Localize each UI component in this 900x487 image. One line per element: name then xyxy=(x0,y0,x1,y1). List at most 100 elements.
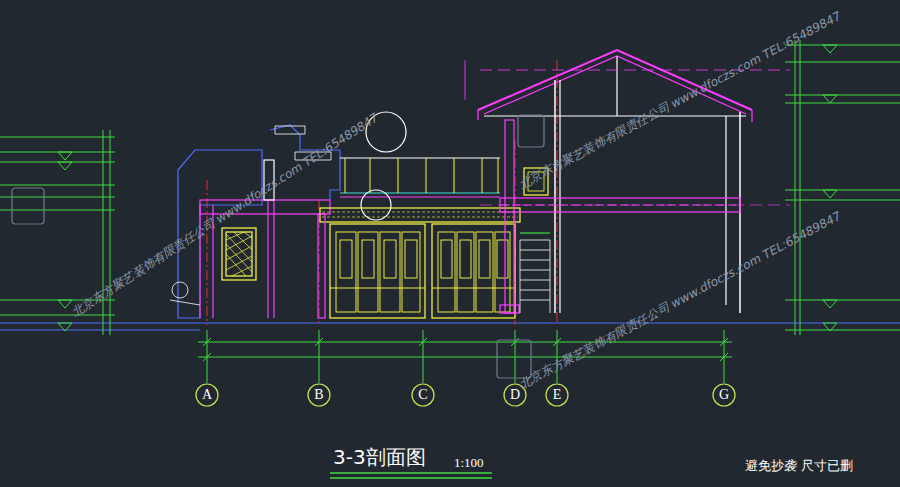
right-building-part xyxy=(554,80,556,313)
right-level-marks-part xyxy=(785,190,900,191)
watermark: 北京东方聚艺装饰有限责任公司 www.dfoczs.com TEL:654898… xyxy=(516,207,844,392)
ground-line xyxy=(0,323,900,330)
right-level-marks-part xyxy=(785,62,900,63)
axis-circle-outline xyxy=(546,384,568,406)
left-level-marks-part xyxy=(0,315,115,316)
middle-court-part xyxy=(345,158,498,193)
middle-court-part xyxy=(318,214,325,318)
left-wing-part xyxy=(170,300,200,305)
middle-court-part-part xyxy=(398,158,399,193)
right-building-part xyxy=(500,305,519,313)
middle-court-part-part xyxy=(362,240,374,278)
left-wing-part xyxy=(222,228,256,280)
middle-court-part-part xyxy=(426,158,427,193)
right-building-part xyxy=(520,232,550,233)
middle-court-part-part xyxy=(454,158,455,193)
left-level-marks-part xyxy=(0,185,115,186)
left-level-marks-part xyxy=(58,323,72,331)
right-building-part-part xyxy=(520,240,521,313)
axis-bubble: G xyxy=(712,383,736,407)
right-level-marks-part xyxy=(785,95,900,96)
middle-court-part-part xyxy=(460,240,471,278)
middle-court-part-part xyxy=(345,158,346,193)
axis-letter: E xyxy=(553,388,562,402)
right-level-marks-part xyxy=(823,190,837,198)
axis-circle-outline xyxy=(308,384,330,406)
middle-court-part-part xyxy=(438,232,455,312)
dimension-lines-part xyxy=(553,338,561,346)
middle-court-part-part xyxy=(402,232,420,312)
left-wing-part xyxy=(226,232,252,276)
title-underline xyxy=(330,473,492,478)
right-building-part xyxy=(477,110,478,120)
left-level-marks-part xyxy=(0,137,115,138)
middle-court-part xyxy=(340,192,500,193)
axis-letter: C xyxy=(418,388,427,402)
right-level-marks-part xyxy=(785,330,900,331)
right-building-part-part xyxy=(520,240,550,241)
middle-court-part xyxy=(330,224,425,318)
middle-court-part-part xyxy=(370,158,371,193)
middle-court-part xyxy=(361,190,391,220)
axis-bubble: E xyxy=(545,383,569,407)
middle-court-part-part xyxy=(358,232,378,312)
dimension-lines-part xyxy=(203,353,211,361)
middle-court-part-part xyxy=(482,158,483,193)
dimension-lines-part xyxy=(419,338,427,346)
watermark-seal xyxy=(12,115,544,378)
left-wing-part xyxy=(172,282,188,298)
right-level-marks-part xyxy=(785,300,900,301)
middle-court-part-part xyxy=(498,158,499,193)
middle-court-part-part xyxy=(384,240,396,278)
middle-court-part-part xyxy=(330,288,425,289)
right-building-part-part xyxy=(520,300,550,301)
dimension-lines-part xyxy=(315,338,323,346)
ground-line-part xyxy=(0,322,900,323)
dimension-lines-part xyxy=(198,357,732,358)
left-level-marks-part xyxy=(58,152,72,160)
dimension-lines-part xyxy=(203,338,211,346)
right-building-part-part xyxy=(520,280,550,281)
axis-circle-outline xyxy=(713,384,735,406)
right-level-marks xyxy=(785,40,900,335)
middle-court-part-part xyxy=(432,288,515,289)
dimension-lines-part xyxy=(423,330,424,383)
dimension-lines-part xyxy=(515,330,516,383)
middle-court-part-part xyxy=(441,240,452,278)
middle-court-part xyxy=(340,157,500,158)
right-building-part-part xyxy=(520,250,550,251)
middle-court-part xyxy=(322,212,518,217)
middle-court-part xyxy=(320,208,520,222)
right-building-part xyxy=(751,110,752,122)
axis-circle-outline xyxy=(412,384,434,406)
axis-center-lines-part xyxy=(319,200,320,325)
right-building-part xyxy=(465,60,466,100)
dimension-lines xyxy=(198,330,732,383)
dimension-lines-part xyxy=(511,338,519,346)
middle-court-part-part xyxy=(476,232,493,312)
axis-letter: B xyxy=(314,388,323,402)
note-text: 避免抄袭 尺寸已删 xyxy=(745,457,853,475)
watermark-seal-part xyxy=(12,188,44,224)
axis-letter: A xyxy=(202,388,212,402)
left-level-marks-part xyxy=(110,130,111,335)
middle-court-part-part xyxy=(340,240,352,278)
middle-court-part-part xyxy=(497,240,508,278)
left-wing-part xyxy=(267,200,268,318)
right-building-part-part xyxy=(520,290,550,291)
axis-bubble: B xyxy=(307,383,331,407)
note-text: 1:100 xyxy=(454,455,484,471)
left-level-marks-part xyxy=(58,162,72,170)
axis-letter: G xyxy=(719,388,729,402)
middle-court-part xyxy=(330,232,515,312)
middle-court-part-part xyxy=(495,232,510,312)
title-underline-part xyxy=(330,477,492,479)
middle-court-part-part xyxy=(457,232,474,312)
axis-center-lines-part xyxy=(207,180,208,325)
watermark: 北京东方聚艺装饰有限责任公司 www.dfoczs.com TEL:654898… xyxy=(68,109,381,321)
left-wing-part xyxy=(226,232,252,276)
middle-court-part-part xyxy=(479,240,490,278)
middle-court-part xyxy=(432,224,515,318)
right-building-part xyxy=(520,240,550,313)
